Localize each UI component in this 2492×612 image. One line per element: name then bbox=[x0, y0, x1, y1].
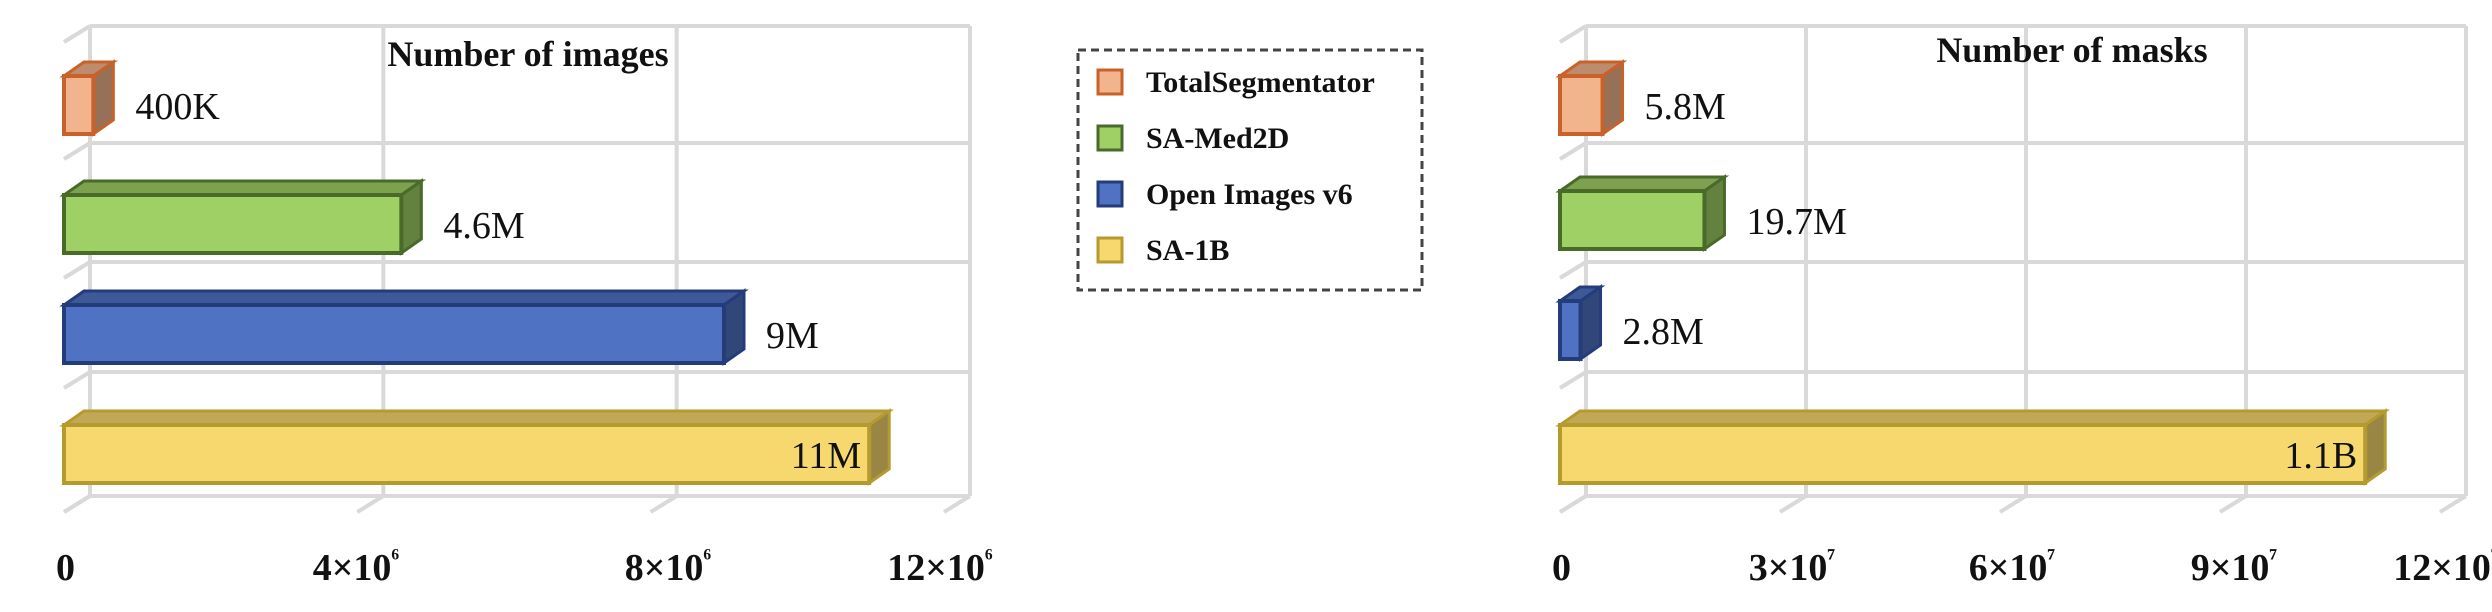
data-label: 19.7M bbox=[1746, 201, 1846, 243]
images-chart-panel: Number of images 400K 4.6M 9M 11M 0 4×10⁶ 8×10⁶… bbox=[56, 24, 993, 589]
gridlines bbox=[62, 24, 972, 514]
bar-open-images-v6 bbox=[1555, 284, 1606, 362]
bar-sa-med2d bbox=[1555, 174, 1730, 252]
data-label: 2.8M bbox=[1623, 311, 1704, 353]
legend-swatch bbox=[1096, 236, 1124, 264]
x-tick-label: 8×10⁶ bbox=[625, 543, 712, 589]
x-tick-label: 4×10⁶ bbox=[313, 543, 400, 589]
data-label: 4.6M bbox=[443, 205, 524, 247]
data-label: 9M bbox=[766, 315, 819, 357]
x-tick-label: 12×10⁷ bbox=[2393, 543, 2492, 589]
legend-label: TotalSegmentator bbox=[1146, 66, 1375, 99]
legend-label: Open Images v6 bbox=[1146, 178, 1353, 211]
legend-swatch bbox=[1096, 124, 1124, 152]
legend-swatch bbox=[1096, 68, 1124, 96]
x-tick-label: 3×10⁷ bbox=[1749, 543, 1836, 589]
masks-chart-panel: Number of masks 5.8M 19.7M 2.8M 1.1B 0 3×10⁷ 6×… bbox=[1552, 24, 2492, 589]
chart-title: Number of masks bbox=[1936, 30, 2207, 70]
bar-sa-med2d bbox=[59, 178, 427, 256]
bar-open-images-v6 bbox=[59, 288, 749, 366]
x-tick-label: 0 bbox=[1552, 547, 1571, 589]
bar-sa-1b bbox=[59, 408, 894, 486]
legend-box bbox=[1076, 48, 1424, 292]
legend-label: SA-Med2D bbox=[1146, 122, 1289, 155]
bar-totalsegmentator bbox=[1555, 59, 1628, 137]
x-tick-label: 0 bbox=[56, 547, 75, 589]
data-label: 400K bbox=[135, 86, 220, 128]
x-tick-label: 6×10⁷ bbox=[1969, 543, 2056, 589]
legend-label: SA-1B bbox=[1146, 234, 1229, 267]
legend-swatch bbox=[1096, 180, 1124, 208]
bar-sa-1b bbox=[1555, 408, 2390, 486]
chart-title: Number of images bbox=[387, 34, 668, 74]
x-tick-label: 9×10⁷ bbox=[2191, 543, 2278, 589]
x-tick-label: 12×10⁶ bbox=[887, 543, 993, 589]
data-label: 5.8M bbox=[1645, 86, 1726, 128]
bar-totalsegmentator bbox=[59, 59, 119, 137]
data-label: 1.1B bbox=[2284, 435, 2357, 477]
data-label: 11M bbox=[791, 435, 861, 477]
